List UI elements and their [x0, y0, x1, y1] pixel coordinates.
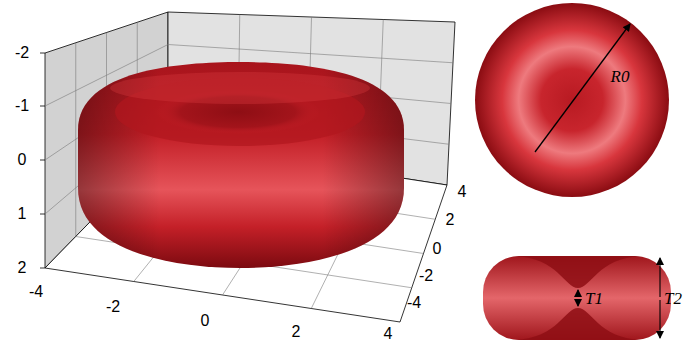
axis-tick-label: 4 [458, 184, 467, 200]
axis-ticks [40, 53, 45, 268]
axis-tick-label: -2 [106, 299, 120, 315]
cell-3d [78, 62, 404, 268]
axis-tick-label: 2 [446, 212, 455, 228]
grid-lines [45, 15, 453, 309]
axis-tick-label: -2 [15, 45, 29, 61]
dimension-label: T1 [585, 290, 603, 307]
dimension-label: R0 [611, 68, 630, 85]
axis-tick-label: 0 [201, 313, 210, 329]
axis-tick-label: -1 [15, 98, 29, 114]
axes-box [45, 12, 455, 322]
axis-tick-label: 1 [18, 206, 27, 222]
cell-side-view [483, 256, 671, 340]
axis-tick-label: 2 [18, 260, 27, 276]
dimension-label: T2 [664, 290, 682, 307]
axis-tick-label: -4 [407, 295, 421, 311]
axis-tick-label: 4 [384, 326, 393, 342]
axis-tick-label: -2 [419, 268, 433, 284]
axis-tick-label: 0 [18, 152, 27, 168]
cell-top-view [475, 3, 669, 197]
axis-tick-label: 2 [292, 324, 301, 340]
axis-tick-label: -4 [29, 284, 43, 300]
axis-tick-label: 0 [433, 241, 442, 257]
